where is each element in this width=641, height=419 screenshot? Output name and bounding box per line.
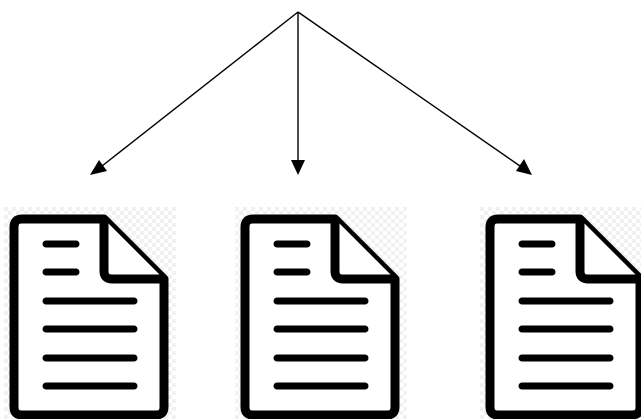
- arrows: [90, 11, 532, 175]
- arrow-center: [291, 12, 305, 175]
- document-left-icon: [4, 207, 176, 419]
- document-center-icon: [235, 207, 407, 419]
- arrow-right: [297, 11, 532, 175]
- document-right-icon: [480, 207, 641, 419]
- arrow-left: [90, 11, 299, 175]
